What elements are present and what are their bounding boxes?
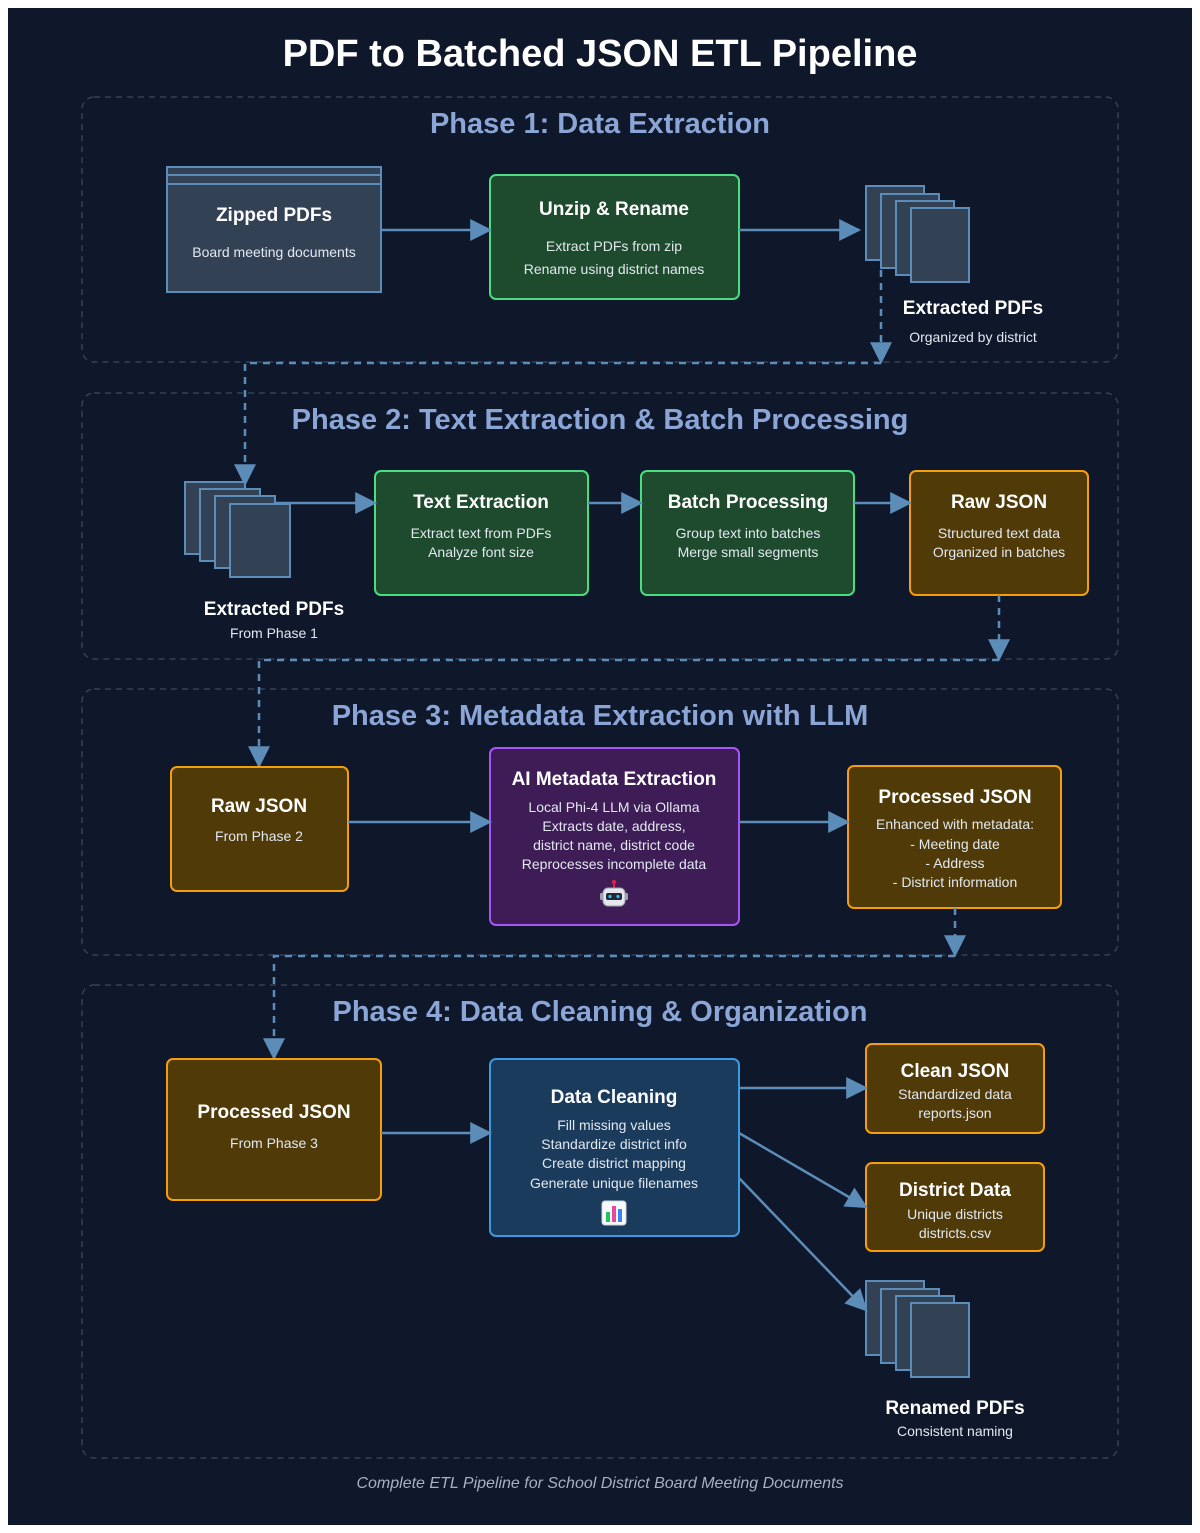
ai-metadata-line-2: Extracts date, address, [542, 818, 685, 834]
clean-json-line-2: reports.json [918, 1105, 991, 1121]
extracted-pdfs-1-desc: Organized by district [909, 329, 1037, 345]
text-extraction-line-1: Extract text from PDFs [411, 525, 552, 541]
renamed-pdfs-stack: Renamed PDFs Consistent naming [865, 1280, 1025, 1439]
processed-json-node-1: Processed JSON Enhanced with metadata: -… [847, 765, 1062, 909]
extracted-pdfs-2-desc: From Phase 1 [230, 625, 318, 641]
phase-2-title: Phase 2: Text Extraction & Batch Process… [292, 404, 909, 436]
processed-json-1-line-3: - Address [925, 855, 984, 871]
data-cleaning-title: Data Cleaning [551, 1087, 678, 1108]
unzip-rename-line-2: Rename using district names [524, 261, 705, 277]
zipped-pdfs-title: Zipped PDFs [216, 205, 332, 226]
processed-json-1-title: Processed JSON [878, 787, 1031, 808]
data-cleaning-line-1: Fill missing values [557, 1117, 671, 1133]
extracted-pdfs-stack-1: Extracted PDFs Organized by district [865, 185, 1043, 345]
renamed-pdfs-title: Renamed PDFs [885, 1398, 1024, 1419]
zipped-pdfs-node: Zipped PDFs Board meeting documents [166, 166, 382, 293]
phase-1-title: Phase 1: Data Extraction [430, 108, 770, 140]
data-cleaning-line-2: Standardize district info [541, 1136, 687, 1152]
raw-json-node-1: Raw JSON Structured text data Organized … [909, 470, 1089, 596]
raw-json-1-title: Raw JSON [951, 492, 1047, 513]
zipped-pdfs-desc: Board meeting documents [192, 244, 355, 260]
renamed-pdfs-desc: Consistent naming [897, 1423, 1013, 1439]
district-data-node: District Data Unique districts districts… [865, 1162, 1045, 1252]
clean-json-line-1: Standardized data [898, 1086, 1012, 1102]
ai-metadata-node: AI Metadata Extraction Local Phi-4 LLM v… [489, 747, 740, 926]
district-data-line-1: Unique districts [907, 1206, 1003, 1222]
clean-json-title: Clean JSON [901, 1061, 1010, 1082]
batch-processing-line-2: Merge small segments [678, 544, 819, 560]
pipeline-diagram: PDF to Batched JSON ETL Pipeline Phase 1… [81, 33, 1119, 1492]
extracted-pdfs-1-title: Extracted PDFs [903, 298, 1043, 319]
bar-chart-icon [601, 1200, 627, 1226]
district-data-title: District Data [899, 1180, 1011, 1201]
raw-json-node-2: Raw JSON From Phase 2 [170, 766, 349, 892]
ai-metadata-line-1: Local Phi-4 LLM via Ollama [528, 799, 699, 815]
arrow-cleaning-to-district [738, 1131, 868, 1209]
phase-1-container [81, 96, 1119, 363]
diagram-canvas: PDF to Batched JSON ETL Pipeline Phase 1… [8, 8, 1192, 1525]
text-extraction-node: Text Extraction Extract text from PDFs A… [374, 470, 589, 596]
connector-phase1-phase2 [234, 361, 881, 487]
raw-json-2-title: Raw JSON [211, 796, 307, 817]
phase-3-title: Phase 3: Metadata Extraction with LLM [332, 700, 869, 732]
data-cleaning-line-4: Generate unique filenames [530, 1175, 698, 1191]
clean-json-node: Clean JSON Standardized data reports.jso… [865, 1043, 1045, 1134]
raw-json-1-line-2: Organized in batches [933, 544, 1065, 560]
processed-json-1-line-2: - Meeting date [910, 836, 1000, 852]
connector-phase2-phase3 [248, 658, 999, 769]
footer-caption: Complete ETL Pipeline for School Distric… [356, 1475, 843, 1492]
text-extraction-line-2: Analyze font size [428, 544, 534, 560]
batch-processing-node: Batch Processing Group text into batches… [640, 470, 855, 596]
ai-metadata-title: AI Metadata Extraction [512, 769, 717, 790]
data-cleaning-line-3: Create district mapping [542, 1155, 686, 1171]
text-extraction-title: Text Extraction [413, 492, 549, 513]
robot-icon [600, 879, 628, 907]
processed-json-1-line-4: - District information [893, 874, 1017, 890]
ai-metadata-line-4: Reprocesses incomplete data [522, 856, 707, 872]
raw-json-1-line-1: Structured text data [938, 525, 1060, 541]
unzip-rename-title: Unzip & Rename [539, 199, 689, 220]
extracted-pdfs-stack-2: Extracted PDFs From Phase 1 [184, 481, 344, 641]
processed-json-2-desc: From Phase 3 [230, 1135, 318, 1151]
raw-json-2-desc: From Phase 2 [215, 828, 303, 844]
phase-2-container [81, 392, 1119, 660]
connector-phase3-phase4 [263, 954, 955, 1061]
phase-4-title: Phase 4: Data Cleaning & Organization [333, 996, 868, 1028]
processed-json-node-2: Processed JSON From Phase 3 [166, 1058, 382, 1201]
batch-processing-line-1: Group text into batches [676, 525, 821, 541]
processed-json-1-line-1: Enhanced with metadata: [876, 816, 1034, 832]
extracted-pdfs-2-title: Extracted PDFs [204, 599, 344, 620]
processed-json-2-title: Processed JSON [197, 1102, 350, 1123]
unzip-rename-node: Unzip & Rename Extract PDFs from zip Ren… [489, 174, 740, 300]
phase-4-container [81, 984, 1119, 1459]
diagram-title: PDF to Batched JSON ETL Pipeline [283, 33, 918, 75]
arrow-cleaning-to-renamed [738, 1177, 868, 1312]
data-cleaning-node: Data Cleaning Fill missing values Standa… [489, 1058, 740, 1237]
unzip-rename-line-1: Extract PDFs from zip [546, 238, 682, 254]
ai-metadata-line-3: district name, district code [533, 837, 695, 853]
batch-processing-title: Batch Processing [668, 492, 829, 513]
district-data-line-2: districts.csv [919, 1225, 991, 1241]
